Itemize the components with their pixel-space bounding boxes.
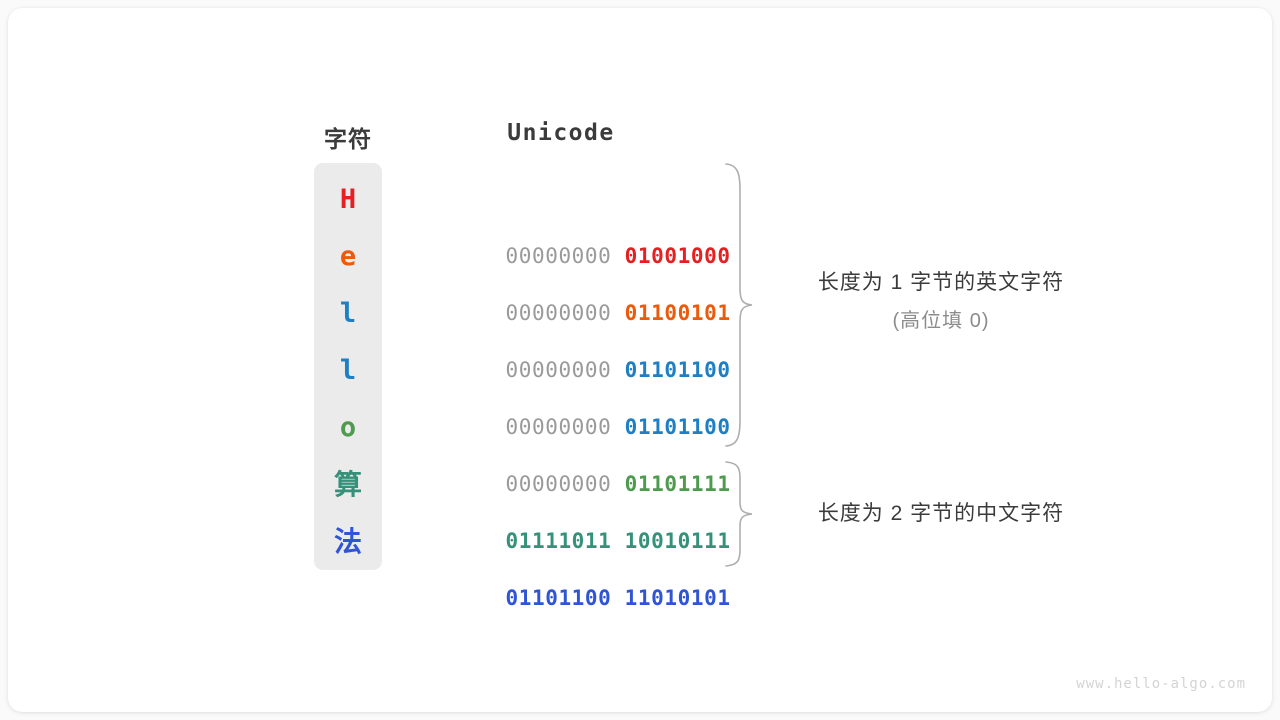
annotation-cjk: 长度为 2 字节的中文字符 (776, 497, 1106, 527)
watermark: www.hello-algo.com (1076, 676, 1246, 692)
diagram-stage: 字符 Unicode H e l l o 算 法 00000000 010010… (8, 8, 1272, 712)
binary-row: 00000000 01101100 (426, 342, 730, 439)
curly-brace-cjk-icon (725, 461, 753, 567)
column-header-character: 字符 (324, 126, 372, 152)
annotation-cjk-line1: 长度为 2 字节的中文字符 (817, 502, 1065, 525)
low-byte: 01101100 (624, 358, 731, 382)
character-cell: e (339, 241, 357, 272)
annotation-ascii-line1: 长度为 1 字节的英文字符 (817, 271, 1065, 294)
binary-row: 00000000 01100101 (426, 228, 730, 325)
high-byte: 00000000 (505, 472, 612, 496)
character-cell: l (339, 298, 357, 329)
low-byte: 01101111 (624, 472, 731, 496)
binary-row: 00000000 01101111 (426, 399, 730, 496)
annotation-ascii: 长度为 1 字节的英文字符 (高位填 0) (776, 266, 1106, 333)
character-cell: 法 (333, 525, 362, 558)
binary-row: 00000000 01101100 (426, 285, 730, 382)
character-cell: o (339, 412, 357, 443)
binary-row: 00000000 01001000 (426, 171, 730, 268)
binary-row: 01101100 11010101 (426, 513, 730, 610)
binary-row: 01111011 10010111 (426, 456, 730, 553)
low-byte: 10010111 (624, 529, 731, 553)
curly-brace-ascii-icon (725, 163, 753, 447)
low-byte: 01001000 (624, 244, 731, 268)
column-header-unicode: Unicode (507, 120, 615, 146)
low-byte: 01101100 (624, 415, 731, 439)
high-byte: 00000000 (505, 244, 612, 268)
annotation-ascii-line2: (高位填 0) (892, 310, 990, 332)
high-byte: 00000000 (505, 415, 612, 439)
low-byte: 11010101 (624, 586, 731, 610)
high-byte: 01101100 (505, 586, 612, 610)
character-cell: 算 (333, 468, 362, 501)
high-byte: 00000000 (505, 358, 612, 382)
character-cell: H (339, 184, 357, 215)
high-byte: 00000000 (505, 301, 612, 325)
high-byte: 01111011 (505, 529, 612, 553)
character-cell: l (339, 355, 357, 386)
character-column-background (314, 163, 382, 570)
low-byte: 01100101 (624, 301, 731, 325)
diagram-card: 字符 Unicode H e l l o 算 法 00000000 010010… (8, 8, 1272, 712)
